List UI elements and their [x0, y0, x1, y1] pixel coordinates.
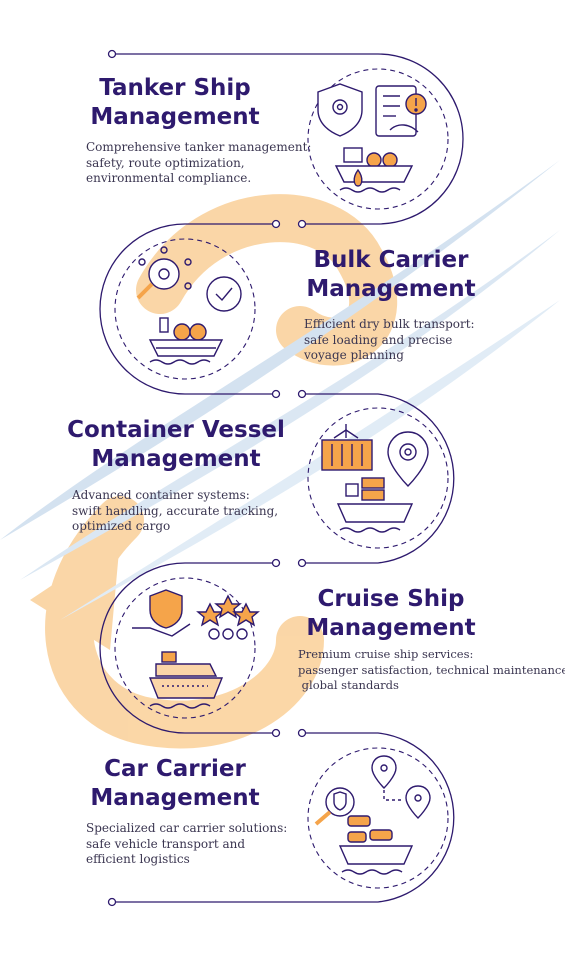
item-3-title-line-2: Management	[91, 446, 261, 472]
flow-path	[99, 53, 464, 903]
item-1-description: Comprehensive tanker management: safety,…	[86, 140, 311, 187]
item-5-desc-line-1: Specialized car carrier solutions:	[86, 821, 288, 835]
item-4-title-line-2: Management	[306, 615, 476, 641]
item-3-title: Container Vessel Management	[58, 416, 294, 474]
item-4-title: Cruise Ship Management	[296, 585, 486, 643]
item-1-title-line-2: Management	[90, 104, 260, 130]
item-3-description: Advanced container systems: swift handli…	[72, 488, 278, 535]
item-5-desc-line-2: safe vehicle transport and	[86, 836, 246, 851]
watermark-logo	[0, 160, 560, 749]
tanker-safety-icon	[317, 83, 427, 193]
cruise-ship-stars-icon	[132, 589, 260, 709]
item-2-title-line-2: Management	[306, 276, 476, 302]
item-1-desc-line-1: Comprehensive tanker management:	[86, 140, 312, 154]
item-2-description: Efficient dry bulk transport: safe loadi…	[304, 317, 475, 364]
item-3-desc-line-1: Advanced container systems:	[72, 488, 250, 502]
item-4-desc-line-3: global standards	[298, 678, 399, 692]
item-3-desc-line-2: swift handling, accurate tracking,	[72, 503, 279, 518]
item-1-title-line-1: Tanker Ship	[99, 75, 251, 101]
icon-frames	[114, 68, 449, 889]
container-location-icon	[321, 424, 429, 533]
item-4-description: Premium cruise ship services: passenger …	[298, 647, 565, 694]
item-5-desc-line-3: efficient logistics	[86, 852, 190, 866]
item-2-desc-line-1: Efficient dry bulk transport:	[304, 317, 475, 331]
flow-connector-dots	[107, 49, 307, 907]
item-4-title-line-1: Cruise Ship	[317, 586, 465, 612]
item-2-title: Bulk Carrier Management	[296, 246, 486, 304]
item-4-desc-line-2: passenger satisfaction, technical mainte…	[298, 662, 565, 677]
item-1-title: Tanker Ship Management	[80, 74, 270, 132]
item-3-title-line-1: Container Vessel	[67, 417, 285, 443]
item-1-desc-line-3: environmental compliance.	[86, 171, 252, 185]
item-5-description: Specialized car carrier solutions: safe …	[86, 821, 287, 868]
item-5-title-line-2: Management	[90, 785, 260, 811]
item-2-desc-line-3: voyage planning	[304, 348, 404, 362]
item-5-title-line-1: Car Carrier	[104, 756, 246, 782]
item-2-desc-line-2: safe loading and precise	[304, 332, 453, 347]
bulk-carrier-gear-icon	[136, 246, 242, 365]
item-5-title: Car Carrier Management	[80, 755, 270, 813]
item-1-desc-line-2: safety, route optimization,	[86, 155, 245, 170]
item-3-desc-line-3: optimized cargo	[72, 519, 171, 533]
car-carrier-route-icon	[314, 755, 431, 875]
item-2-title-line-1: Bulk Carrier	[313, 247, 469, 273]
item-4-desc-line-1: Premium cruise ship services:	[298, 647, 474, 661]
